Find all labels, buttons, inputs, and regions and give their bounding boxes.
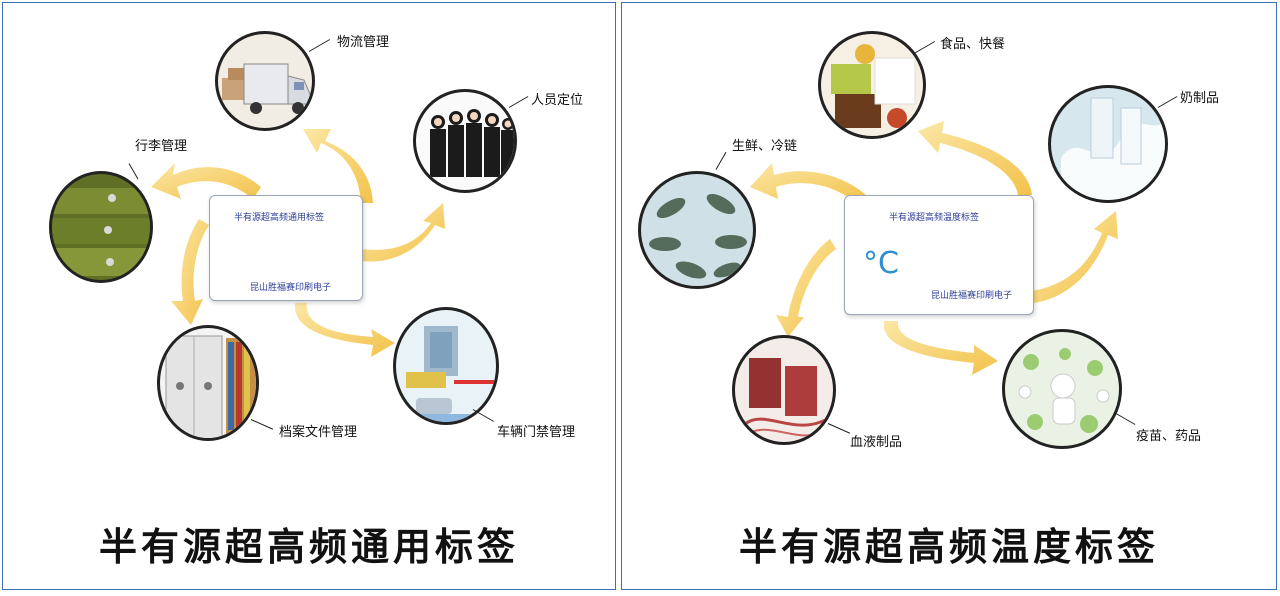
label-vaccine: 疫苗、药品: [1136, 429, 1202, 444]
arrow-to-vehicle: [294, 303, 395, 357]
temperature-tag-panel: 半有源超高频温度标签 °C 昆山胜福赛印刷电子: [621, 2, 1277, 590]
arrow-to-dairy: [1032, 211, 1118, 303]
meal-icon: [831, 44, 916, 128]
blood-bag-icon: [744, 358, 830, 437]
gate-icon: [396, 326, 496, 422]
label-logistics: 物流管理: [337, 35, 390, 50]
arrow-to-archives: [171, 219, 209, 325]
milk-icon: [1061, 97, 1165, 200]
blood-image: [732, 335, 836, 445]
cabinet-icon: [165, 335, 256, 438]
card-footer: 昆山胜福赛印刷电子: [250, 283, 332, 293]
card-title: 半有源超高频温度标签: [889, 213, 980, 223]
pills-icon: [1018, 348, 1110, 433]
label-food: 食品、快餐: [940, 37, 1006, 52]
fresh-image: [638, 171, 756, 289]
arrow-to-luggage: [151, 163, 261, 199]
general-tag-card: 半有源超高频通用标签 昆山胜福赛印刷电子: [209, 195, 363, 301]
arrow-to-blood: [776, 239, 836, 337]
card-footer: 昆山胜福赛印刷电子: [931, 291, 1013, 301]
vehicle-image: [393, 307, 499, 425]
temperature-tag-title: 半有源超高频温度标签: [738, 525, 1159, 569]
temperature-tag-card: 半有源超高频温度标签 °C 昆山胜福赛印刷电子: [844, 195, 1034, 315]
personnel-image: [413, 89, 517, 193]
label-vehicle: 车辆门禁管理: [497, 425, 576, 440]
dairy-image: [1048, 85, 1168, 203]
arrow-to-food: [918, 121, 1032, 195]
label-blood: 血液制品: [850, 435, 903, 450]
truck-icon: [222, 63, 311, 114]
arrow-to-personnel: [361, 203, 445, 262]
logistics-image: [215, 31, 315, 131]
card-title: 半有源超高频通用标签: [234, 213, 325, 223]
general-tag-panel: 半有源超高频通用标签 昆山胜福赛印刷电子: [2, 2, 616, 590]
fish-icon: [649, 193, 747, 279]
label-fresh: 生鲜、冷链: [732, 139, 798, 154]
general-tag-title: 半有源超高频通用标签: [98, 525, 519, 569]
celsius-symbol: °C: [863, 246, 899, 281]
label-archives: 档案文件管理: [279, 425, 358, 440]
label-luggage: 行李管理: [135, 139, 188, 154]
arrow-to-logistics: [303, 129, 373, 203]
label-dairy: 奶制品: [1180, 91, 1220, 106]
label-personnel: 人员定位: [531, 93, 584, 108]
arrow-to-fresh: [750, 163, 866, 203]
archives-image: [157, 325, 259, 441]
arrows-layer: [750, 121, 1118, 375]
food-image: [818, 31, 926, 139]
arrow-to-vaccine: [883, 321, 998, 375]
vaccine-image: [1002, 329, 1122, 449]
people-icon: [430, 109, 514, 177]
arrows-layer: [151, 129, 445, 357]
luggage-image: [49, 171, 153, 283]
